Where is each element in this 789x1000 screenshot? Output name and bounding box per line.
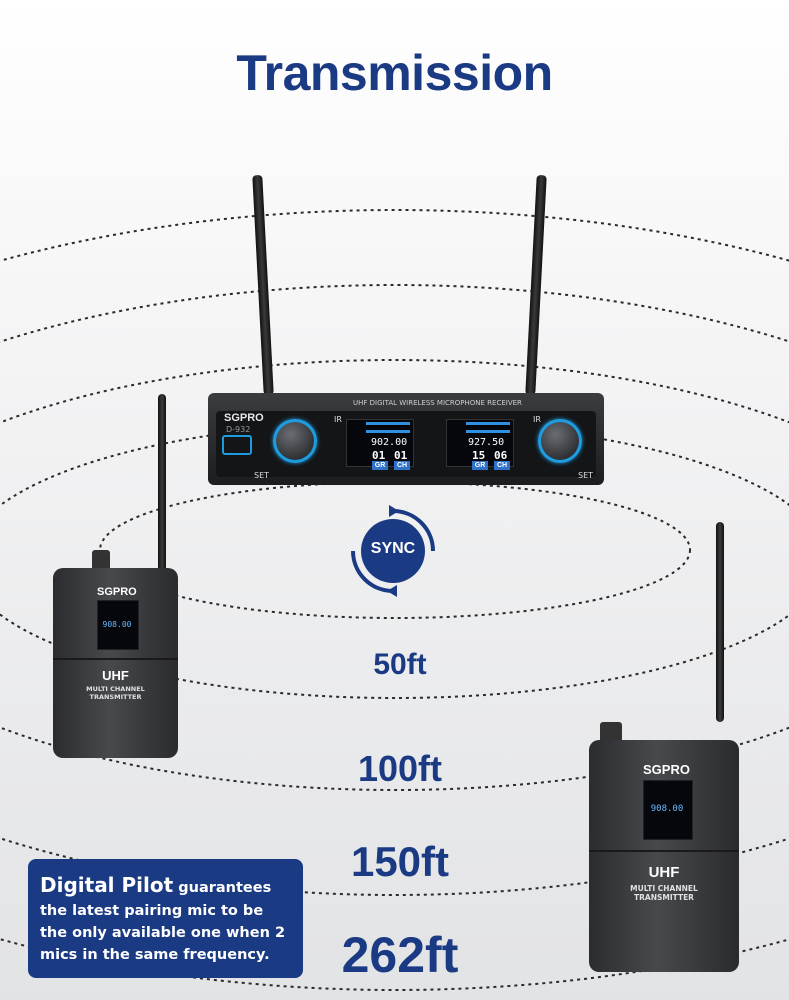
info-line-1-rest: guarantees — [178, 880, 272, 896]
transmitter-right-brand: SGPRO — [643, 762, 690, 777]
info-line-3: the only available one when 2 — [40, 925, 286, 941]
transmitter-right-label-2: TRANSMITTER — [634, 893, 694, 902]
volume-knob-b[interactable] — [538, 419, 582, 463]
channel-a-gr-tag: GR — [372, 461, 388, 470]
transmitter-left-seam — [53, 658, 178, 660]
distance-label-262: 262ft — [341, 927, 459, 983]
channel-a-channel: 01 — [394, 449, 408, 462]
ir-label-b: IR — [533, 415, 541, 424]
channel-a-ch-tag: CH — [394, 461, 410, 470]
set-label-b: SET — [578, 471, 594, 480]
channel-a-group: 01 — [372, 449, 386, 462]
channel-a-display — [346, 419, 414, 467]
ir-label-a: IR — [334, 415, 342, 424]
transmitter-left-label-2: TRANSMITTER — [89, 693, 142, 701]
page-title: Transmission — [236, 45, 553, 101]
sync-icon — [351, 505, 435, 597]
transmitter-left-frequency: 908.00 — [102, 620, 132, 629]
channel-a-frequency: 902.00 — [371, 437, 408, 448]
transmitter-left-label-1: MULTI CHANNEL — [86, 685, 145, 693]
channel-a-af-meter — [366, 430, 410, 433]
distance-label-100: 100ft — [357, 748, 443, 789]
receiver-panel-text: UHF DIGITAL WIRELESS MICROPHONE RECEIVER — [353, 399, 522, 407]
transmitter-right-screen — [643, 780, 693, 840]
power-button[interactable] — [222, 435, 252, 455]
digital-pilot-info-box: Digital Pilot guarantees the latest pair… — [28, 859, 303, 978]
volume-knob-a[interactable] — [273, 419, 317, 463]
wireless-receiver: UHF DIGITAL WIRELESS MICROPHONE RECEIVER… — [208, 393, 604, 485]
transmitter-right-label-1: MULTI CHANNEL — [630, 884, 698, 893]
info-highlight: Digital Pilot — [40, 873, 174, 897]
channel-a-rf-meter — [366, 422, 410, 425]
sync-label: SYNC — [370, 540, 416, 557]
channel-b-frequency: 927.50 — [468, 437, 505, 448]
info-line-1: Digital Pilot guarantees — [40, 874, 293, 900]
channel-b-channel: 06 — [494, 449, 508, 462]
range-ring-3 — [0, 359, 789, 791]
distance-label-50: 50ft — [373, 648, 427, 681]
transmitter-left-screen — [97, 600, 139, 650]
transmitter-left-antenna — [158, 394, 166, 572]
transmitter-left-brand: SGPRO — [97, 586, 137, 598]
transmitter-right: SGPRO 908.00 UHF MULTI CHANNEL TRANSMITT… — [589, 740, 739, 972]
info-line-2: the latest pairing mic to be — [40, 903, 264, 919]
channel-b-rf-meter — [466, 422, 510, 425]
transmitter-left-band: UHF — [102, 668, 129, 683]
transmitter-left-knob[interactable] — [92, 550, 110, 572]
channel-b-gr-tag: GR — [472, 461, 488, 470]
channel-b-group: 15 — [472, 449, 486, 462]
transmitter-left: SGPRO 908.00 UHF MULTI CHANNEL TRANSMITT… — [53, 568, 178, 758]
receiver-brand-logo: SGPRO — [224, 412, 264, 424]
channel-b-af-meter — [466, 430, 510, 433]
receiver-model: D-932 — [226, 425, 251, 434]
distance-label-150: 150ft — [350, 838, 450, 885]
channel-b-display — [446, 419, 514, 467]
transmitter-right-seam — [589, 850, 739, 852]
transmitter-right-antenna — [716, 522, 724, 722]
channel-b-ch-tag: CH — [494, 461, 510, 470]
transmitter-right-band: UHF — [648, 864, 680, 881]
set-label-a: SET — [254, 471, 270, 480]
transmitter-right-frequency: 908.00 — [650, 804, 684, 814]
info-line-4: mics in the same frequency. — [40, 947, 270, 963]
